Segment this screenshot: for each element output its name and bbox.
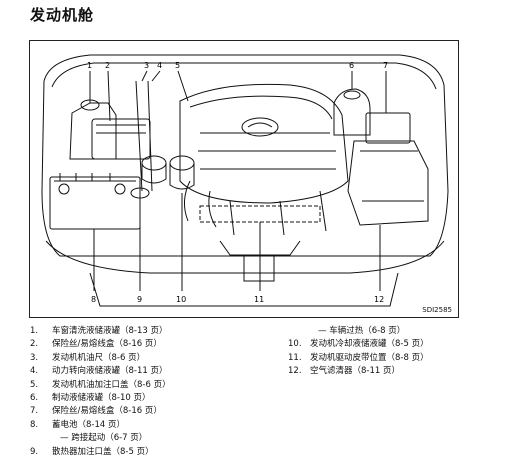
caption-item: 7.保险丝/易熔线盒（8-16 页）: [30, 406, 162, 417]
caption-item: 2.保险丝/易熔线盒（8-16 页）: [30, 339, 162, 350]
callout-labels: 1 2 3 4 5 6 7 8 9 10 11 12: [87, 61, 388, 304]
caption-item: 1.车窗清洗液储液罐（8-13 页）: [30, 326, 168, 336]
caption-subitem: — 车辆过热（6-8 页）: [318, 326, 406, 336]
caption-item: 11.发动机驱动皮带位置（8-8 页）: [288, 352, 429, 363]
caption-subitem: — 跨接起动（6-7 页）: [60, 433, 148, 444]
callout-6: 6: [349, 61, 354, 70]
engine-compartment-drawing: [41, 54, 449, 307]
caption-item: 12.空气滤清器（8-11 页）: [288, 366, 400, 377]
callout-8: 8: [91, 295, 96, 304]
page-title: 发动机舱: [30, 6, 95, 24]
caption-item: 4.动力转向液储液罐（8-11 页）: [30, 366, 168, 377]
caption-item: 10.发动机冷却液储液罐（8-5 页）: [288, 339, 429, 350]
caption-item: 6.制动液储液罐（8-10 页）: [30, 392, 151, 403]
callout-2: 2: [105, 61, 110, 70]
caption-item: 8.蓄电池（8-14 页）: [30, 419, 125, 430]
engine-compartment-figure: 1 2 3 4 5 6 7 8 9 10 11 12 SDI2585: [29, 40, 459, 318]
caption-column-right: — 车辆过热（6-8 页） 10.发动机冷却液储液罐（8-5 页） 11.发动机…: [288, 325, 513, 379]
caption-item: 9.散热器加注口盖（8-5 页）: [30, 446, 154, 457]
caption-item: 5.发动机机油加注口盖（8-6 页）: [30, 379, 171, 390]
callout-11: 11: [254, 295, 264, 304]
callout-12: 12: [374, 295, 384, 304]
figure-code: SDI2585: [422, 306, 452, 314]
callout-10: 10: [176, 295, 186, 304]
callout-5: 5: [175, 61, 180, 70]
caption-column-left: 1.车窗清洗液储液罐（8-13 页） 2.保险丝/易熔线盒（8-16 页） 3.…: [30, 325, 265, 459]
callout-3: 3: [144, 61, 149, 70]
callout-1: 1: [87, 61, 92, 70]
callout-4: 4: [157, 61, 162, 70]
callout-9: 9: [137, 295, 142, 304]
callout-7: 7: [383, 61, 388, 70]
caption-item: 3.发动机机油尺（8-6 页）: [30, 352, 146, 363]
